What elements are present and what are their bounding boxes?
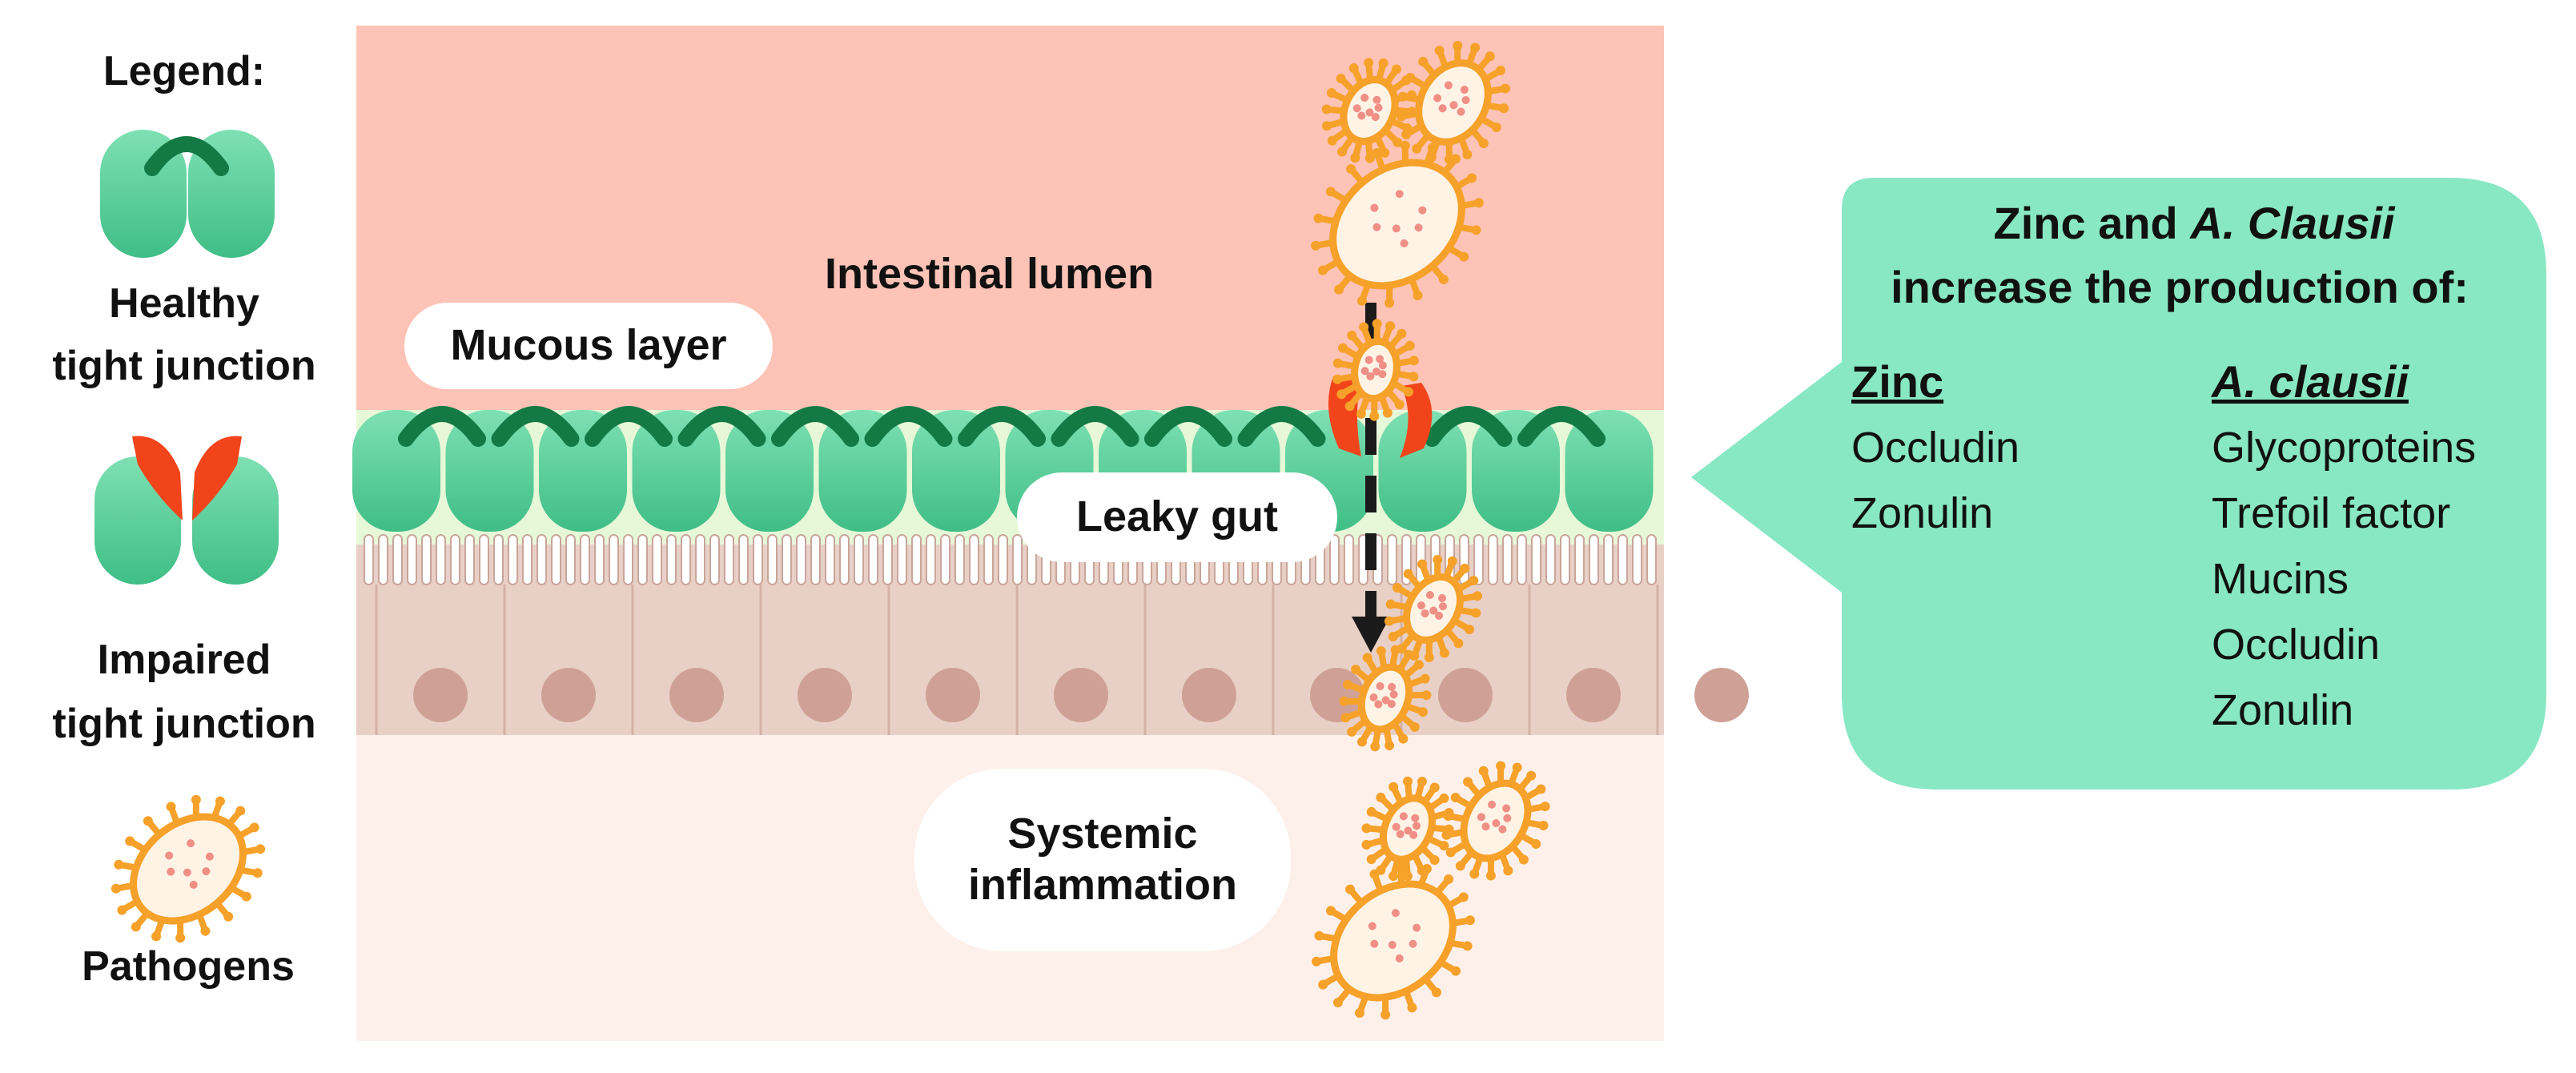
epithelial-cells [352,410,1654,532]
pathogen-icon [1312,862,1475,1020]
healthy-tight-junction [398,406,486,447]
epithelial-cell [632,410,721,532]
list-item: Mucins [2212,555,2349,603]
epithelial-cell [818,410,907,532]
legend-impaired-line1: Impaired [97,637,271,683]
list-item: Occludin [2212,621,2381,669]
legend-healthy-junction-icon [100,130,275,258]
epithelial-cell [1472,410,1560,532]
legend-healthy-line2: tight junction [52,343,316,389]
systemic-inflammation-label: Systemic inflammation [914,769,1291,951]
healthy-tight-junction [1051,406,1139,447]
clausii-heading: A. clausii [2212,356,2409,407]
epithelial-cell [539,410,627,532]
healthy-tight-junction [1424,406,1513,447]
pathogen-icon [1332,319,1419,421]
intestinal-lumen-label: Intestinal lumen [825,250,1155,298]
list-item: Glycoproteins [2212,424,2477,472]
epithelial-cell [725,410,814,532]
epithelial-cell [912,410,1000,532]
healthy-tight-junction [1237,406,1326,447]
healthy-tight-junction [864,406,953,447]
epithelial-cell [445,410,534,532]
epithelial-cell [352,410,440,532]
healthy-tight-junction [771,406,859,447]
mucous-layer-label: Mucous layer [404,303,773,389]
tight-junctions [398,406,1605,447]
list-item: Trefoil factor [2212,489,2451,537]
epithelial-cell [1565,410,1654,532]
callout-title-line1: Zinc and A. Clausii [1993,198,2395,249]
list-item: Zonulin [1851,489,1994,537]
callout-title-prefix: Zinc and [1993,198,2191,248]
legend-title: Legend: [102,48,266,94]
healthy-tight-junction [677,406,766,447]
healthy-tight-junction [491,406,580,447]
list-item: Occludin [1851,424,2020,472]
impaired-junction-in-barrier [1328,376,1433,458]
healthy-tight-junction [958,406,1046,447]
pathogens [111,41,1550,1020]
pathogen-icon [1321,58,1417,163]
epithelial-cell [1378,410,1467,532]
callout-title-species: A. Clausii [2190,198,2395,248]
pathogen-icon [1441,761,1550,881]
systemic-line1: Systemic [1007,810,1198,858]
pathogen-icon [1311,140,1484,308]
callout-title-line2: increase the production of: [1891,262,2469,312]
pathogen-icon [111,794,266,943]
callout-bubble [1691,178,2546,790]
healthy-tight-junction [585,406,673,447]
pathogen-icon [1339,645,1432,752]
pathogen-icon [1397,41,1510,164]
pathogen-icon [1361,776,1454,882]
legend-healthy-line1: Healthy [109,280,259,327]
leak-arrow [1352,303,1390,653]
leaky-gut-label: Leaky gut [1017,472,1337,562]
legend-pathogens-label: Pathogens [82,943,295,990]
systemic-line2: inflammation [967,861,1238,909]
legend-impaired-line2: tight junction [52,701,316,747]
healthy-tight-junction [1517,406,1605,447]
zinc-heading: Zinc [1851,356,1944,407]
legend-impaired-junction-icon [94,436,279,585]
list-item: Zonulin [2212,686,2354,734]
pathogen-icon [1384,555,1483,662]
healthy-tight-junction [1144,406,1232,447]
